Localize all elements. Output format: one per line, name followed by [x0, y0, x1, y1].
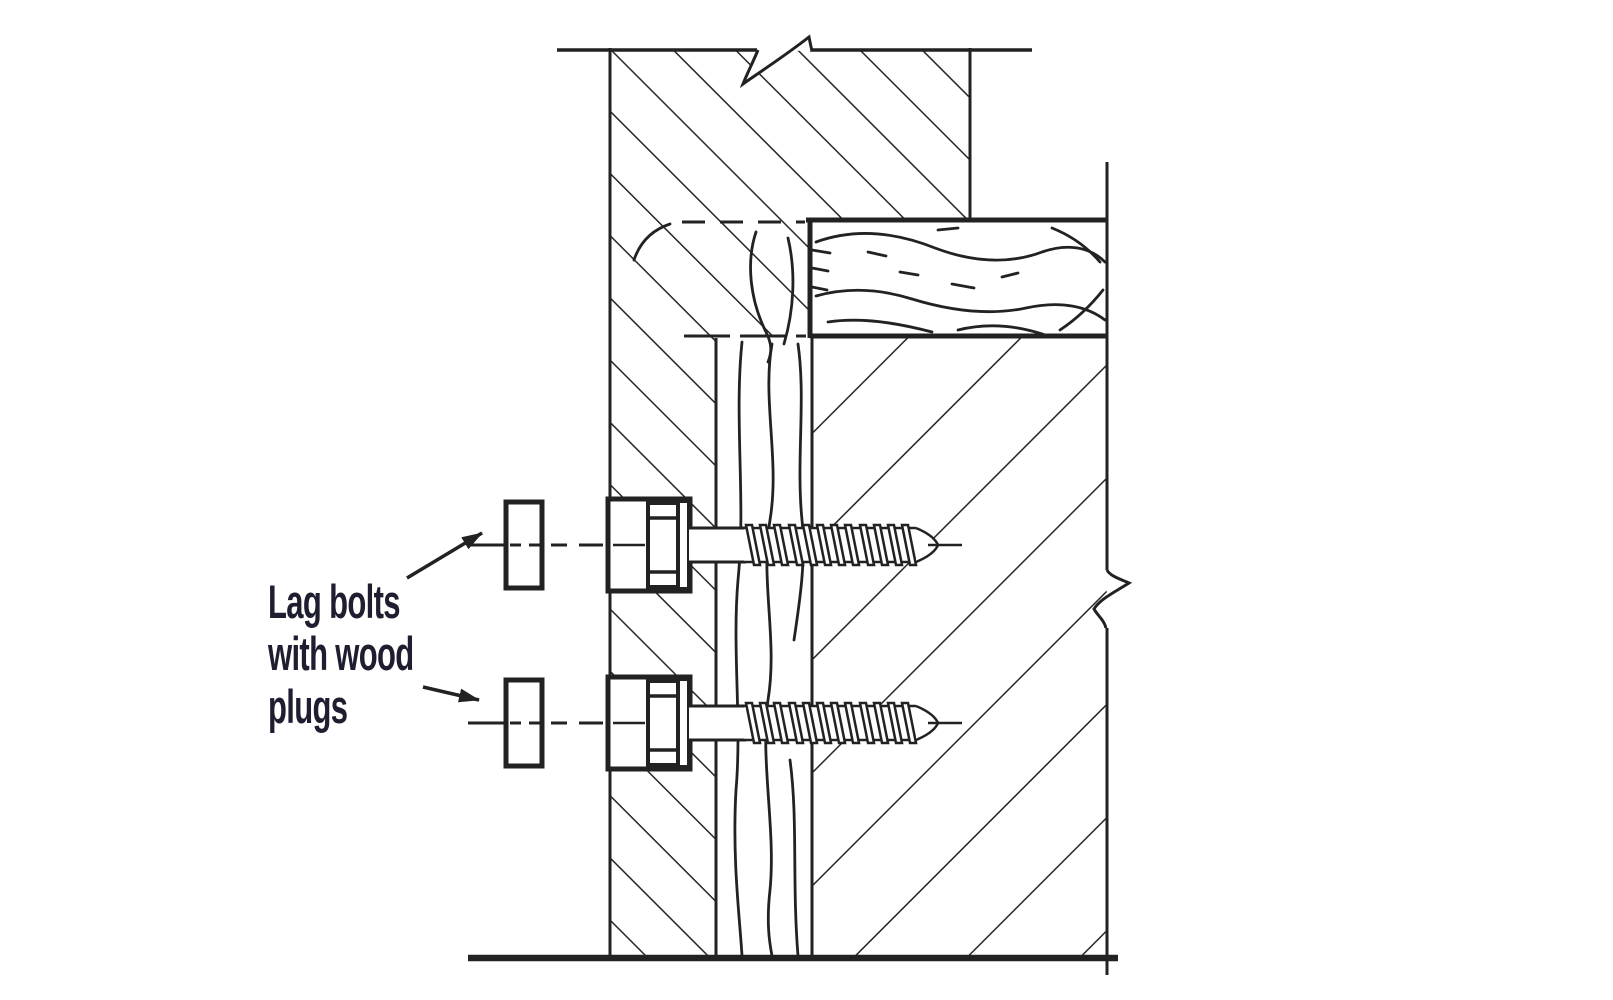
label-line-3: plugs [268, 682, 347, 734]
bolt-shank [689, 704, 746, 742]
label-arrow-lower [422, 685, 480, 703]
bolt-washer [676, 677, 691, 769]
bolt-head-facets [650, 694, 676, 752]
grain-strip [733, 340, 805, 958]
bolt-shank-fill [689, 528, 746, 562]
bolt-shank-fill [689, 706, 746, 740]
bolt-head [646, 501, 680, 589]
figure-label: Lag bolts with wood plugs [267, 577, 414, 734]
bolt-threads [744, 523, 918, 567]
bolt-head [646, 679, 680, 767]
label-arrow-upper [406, 531, 483, 580]
break-mark-right [1092, 569, 1133, 629]
label-line-1: Lag bolts [268, 577, 400, 629]
ledger-board-grain [810, 226, 1107, 338]
bolt-threads [744, 701, 918, 745]
label-line-2: with wood [267, 629, 413, 681]
lag-bolt-with-plug-lower [468, 674, 962, 772]
break-mark-top [739, 34, 814, 89]
right-member-hatch [812, 336, 1107, 958]
lag-bolt-with-plug-upper [468, 496, 962, 594]
bolt-washer [676, 499, 691, 591]
bolt-shank [689, 526, 746, 564]
bolt-head-facets [650, 516, 676, 574]
